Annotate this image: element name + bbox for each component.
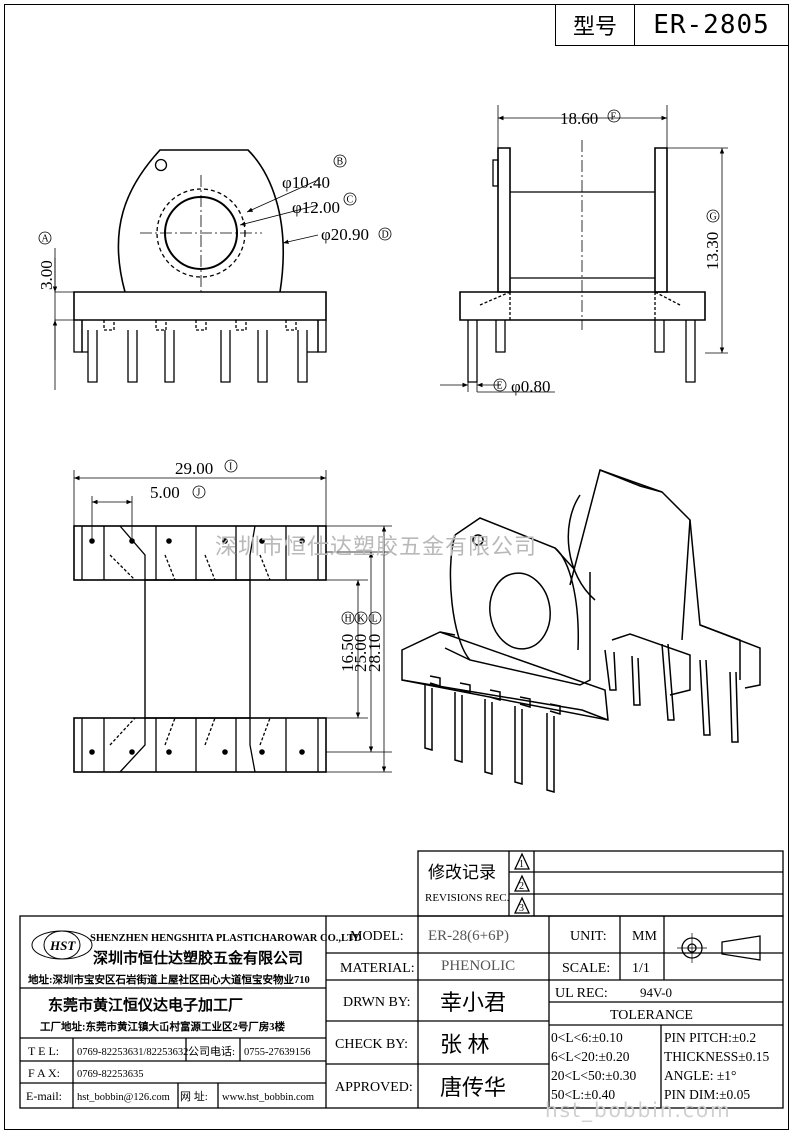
- code-l: L: [372, 614, 378, 625]
- code-k: K: [358, 614, 366, 625]
- drawing-frame: [4, 4, 789, 1130]
- model-label: 型号: [556, 5, 635, 45]
- title-block: [19, 850, 784, 1109]
- drawn-value: 幸小君: [440, 990, 506, 1015]
- unit-label: UNIT:: [570, 929, 607, 944]
- top-view: [73, 470, 392, 773]
- dimension-codes: A B C D E F G H I J K L: [38, 109, 720, 625]
- dim-h: 16.50: [338, 634, 357, 672]
- drawn-label: DRWN BY:: [343, 995, 411, 1010]
- email-value: hst_bobbin@126.com: [77, 1092, 170, 1103]
- rev-mark-3: 3: [519, 903, 524, 914]
- company-address: 地址:深圳市宝安区石岩街道上屋社区田心大道恒宝安物业710: [28, 973, 310, 986]
- pin-pitch: PIN PITCH:±0.2: [664, 1030, 756, 1045]
- tol-1: 0<L<6:±0.10: [551, 1030, 623, 1045]
- code-d: D: [382, 230, 389, 241]
- code-e: E: [497, 381, 503, 392]
- phone-label: 公司电话:: [188, 1045, 235, 1058]
- code-a: A: [42, 234, 50, 245]
- phone-value: 0755-27639156: [244, 1047, 311, 1058]
- dimension-labels: 3.00 φ10.40 φ12.00 φ20.90 18.60 13.30 φ0…: [37, 109, 722, 672]
- dim-c: φ12.00: [292, 198, 340, 217]
- code-f: F: [611, 112, 617, 123]
- watermark-url: hst_bobbin.com: [545, 1098, 732, 1122]
- ul-value: 94V-0: [640, 985, 672, 1000]
- front-view: [52, 149, 327, 390]
- model-value-tb: ER-28(6+6P): [428, 928, 509, 944]
- web-value: www.hst_bobbin.com: [222, 1092, 314, 1103]
- model-label-tb: MODEL:: [350, 929, 404, 944]
- model-box: 型号 ER-2805: [555, 4, 789, 46]
- company-name-en: SHENZHEN HENGSHITA PLASTICHAROWAR CO.,LT…: [90, 933, 362, 944]
- isometric-view: [401, 469, 761, 793]
- thickness: THICKNESS±0.15: [664, 1049, 770, 1064]
- watermark-text: 深圳市恒仕达塑胶五金有限公司: [215, 535, 538, 560]
- pin-dim: PIN DIM:±0.05: [664, 1087, 750, 1102]
- revisions-title-en: REVISIONS REC.: [425, 892, 510, 904]
- code-g: G: [710, 212, 717, 223]
- rev-mark-1: 1: [519, 859, 524, 870]
- code-b: B: [337, 157, 344, 168]
- dim-f: 18.60: [560, 109, 598, 128]
- dim-a: 3.00: [37, 260, 56, 290]
- dim-k: 25.00: [351, 634, 370, 672]
- web-label: 网 址:: [180, 1089, 208, 1103]
- email-label: E-mail:: [26, 1089, 62, 1103]
- dim-d: φ20.90: [321, 225, 369, 244]
- approved-value: 唐传华: [440, 1075, 506, 1100]
- scale-label: SCALE:: [562, 961, 610, 976]
- revisions-title-cn: 修改记录: [428, 863, 496, 882]
- dim-j: 5.00: [150, 483, 180, 502]
- code-j: J: [197, 488, 201, 499]
- factory-name: 东莞市黄江恒仪达电子加工厂: [48, 996, 243, 1014]
- tol-3: 20<L<50:±0.30: [551, 1068, 637, 1083]
- unit-value: MM: [632, 929, 657, 944]
- dim-g: 13.30: [703, 232, 722, 270]
- tel-label: T E L:: [28, 1044, 59, 1058]
- scale-value: 1/1: [632, 961, 650, 976]
- material-value: PHENOLIC: [441, 958, 515, 974]
- approved-label: APPROVED:: [335, 1080, 413, 1095]
- check-value: 张 林: [440, 1032, 490, 1057]
- material-label: MATERIAL:: [340, 961, 415, 976]
- tel-value: 0769-82253631/82253632: [77, 1047, 188, 1058]
- pin-hole-icon: [154, 158, 168, 172]
- dim-l: 28.10: [365, 634, 384, 672]
- angle: ANGLE: ±1°: [664, 1068, 736, 1083]
- code-h: H: [345, 614, 352, 625]
- tol-4: 50<L:±0.40: [551, 1087, 615, 1102]
- factory-address: 工厂地址:东莞市黄江镇大屲村富源工业区2号厂房3楼: [40, 1020, 285, 1033]
- side-view: [440, 105, 728, 393]
- dim-b: φ10.40: [282, 173, 330, 192]
- rev-mark-2: 2: [519, 881, 524, 892]
- tolerance-label: TOLERANCE: [610, 1008, 693, 1023]
- fax-value: 0769-82253635: [77, 1069, 144, 1080]
- code-i: I: [229, 462, 232, 473]
- company-name-cn: 深圳市恒仕达塑胶五金有限公司: [93, 949, 303, 967]
- check-label: CHECK BY:: [335, 1037, 408, 1052]
- dim-i: 29.00: [175, 459, 213, 478]
- dim-e: φ0.80: [511, 377, 551, 396]
- code-c: C: [347, 195, 354, 206]
- company-logo: HST: [49, 938, 76, 953]
- model-value: ER-2805: [653, 10, 770, 40]
- ul-label: UL REC:: [555, 986, 608, 1001]
- fax-label: F A X:: [28, 1066, 60, 1080]
- tol-2: 6<L<20:±0.20: [551, 1049, 630, 1064]
